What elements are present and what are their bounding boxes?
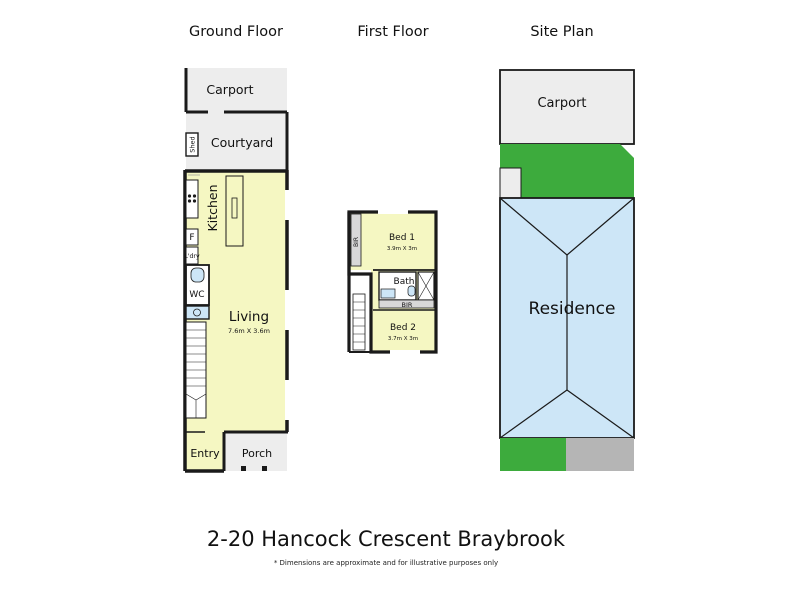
kitchen-label: Kitchen <box>205 185 220 232</box>
gf-shed-area <box>185 132 199 157</box>
kitchen-island <box>225 175 244 247</box>
ground-floor-heading: Ground Floor <box>189 24 283 40</box>
laundry-label: L'dry <box>184 253 200 260</box>
gf-courtyard-area <box>186 112 287 170</box>
gf-staircase <box>185 321 207 419</box>
disclaimer-note: * Dimensions are approximate and for ill… <box>274 559 498 567</box>
entry-label: Entry <box>190 447 220 460</box>
site-paving <box>566 438 634 471</box>
first-floor-plan: Bed 1 3.9m X 3m Bath BIR BIR Bed 2 3.7m … <box>347 210 438 354</box>
site-plan-heading: Site Plan <box>530 24 593 40</box>
fridge-label: F <box>189 233 194 243</box>
bath-label: Bath <box>394 277 415 287</box>
bir-mid-label: BIR <box>402 301 413 309</box>
shed-label: Shed <box>189 136 197 152</box>
site-plan: Carport Residence <box>499 69 635 471</box>
site-grass-bottom <box>500 438 566 471</box>
bed1-label: Bed 1 <box>389 233 415 243</box>
site-carport-label: Carport <box>537 96 586 111</box>
bir-mid-area <box>378 299 435 309</box>
laundry <box>185 246 199 265</box>
residence-label: Residence <box>529 299 616 319</box>
first-floor-heading: First Floor <box>357 24 428 40</box>
living-label: Living <box>229 309 269 325</box>
gf-porch-area <box>225 433 287 471</box>
address-title: 2-20 Hancock Crescent Braybrook <box>207 527 566 551</box>
bir-left-area <box>350 213 362 267</box>
ground-floor-plan: Carport Courtyard Shed Kitchen F L'dry W… <box>183 68 289 473</box>
gf-carport-area <box>186 68 287 112</box>
bir-left-label: BIR <box>353 237 360 247</box>
porch-label: Porch <box>242 447 272 460</box>
site-grass-top <box>500 144 634 198</box>
courtyard-label: Courtyard <box>211 135 273 150</box>
bed2-dims-label: 3.7m X 3m <box>388 336 418 342</box>
fridge <box>185 228 199 246</box>
living-dims-label: 7.6m X 3.6m <box>228 327 270 335</box>
gf-carport-label: Carport <box>206 82 253 97</box>
bed2-label: Bed 2 <box>390 323 416 333</box>
bed1-dims-label: 3.9m X 3m <box>387 246 417 252</box>
kitchen-bench <box>185 179 199 219</box>
wc-label: WC <box>189 290 204 300</box>
site-carport <box>499 69 635 145</box>
